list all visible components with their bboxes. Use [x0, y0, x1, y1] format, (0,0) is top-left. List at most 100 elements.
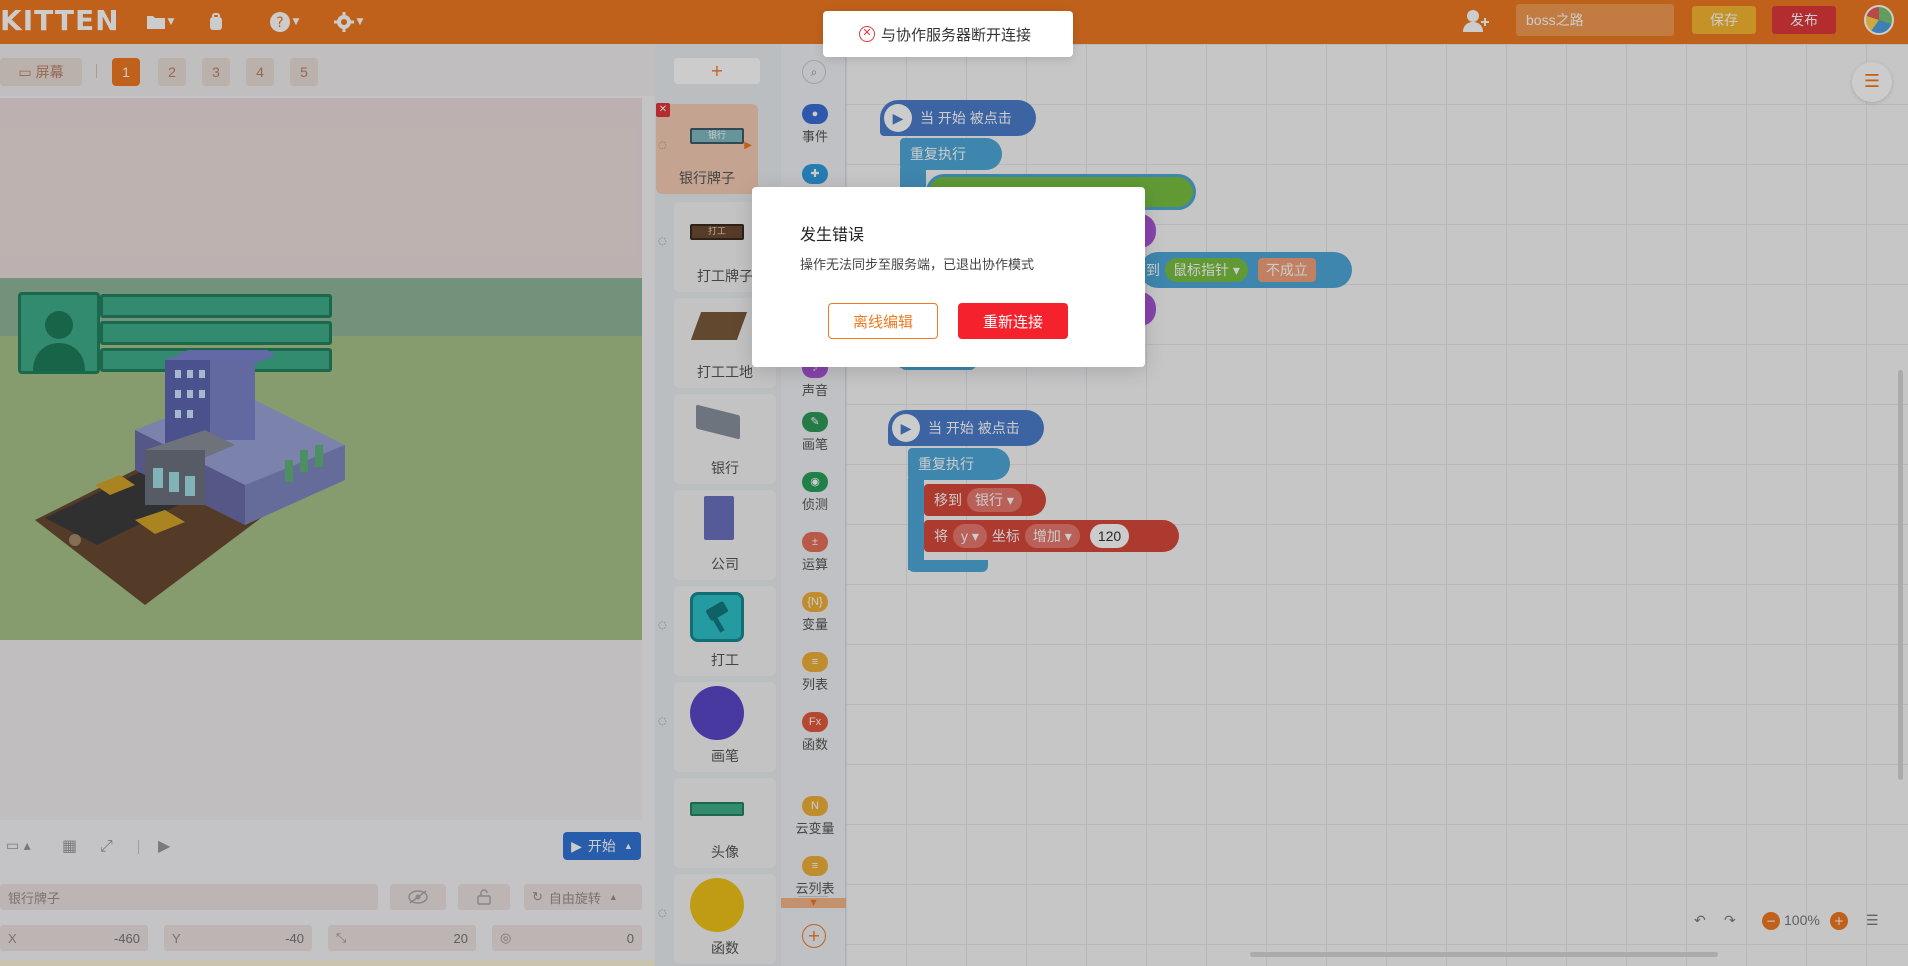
pen-icon: ✎ [802, 412, 828, 432]
svg-text:?: ? [276, 15, 283, 31]
not-hold-block[interactable]: 不成立 [1257, 258, 1316, 282]
vertical-scrollbar[interactable] [1898, 370, 1903, 780]
forever-block-end [908, 560, 988, 572]
play-icon: ▶ [884, 104, 912, 132]
rotation-mode-select[interactable]: ↻自由旋转▲ [524, 884, 642, 910]
offline-edit-button[interactable]: 离线编辑 [828, 303, 938, 339]
zoom-in-icon[interactable]: + [1830, 912, 1848, 930]
record-icon[interactable]: ▶ [158, 836, 171, 855]
hidden-eye-icon[interactable]: ◌ [658, 716, 667, 727]
category-sensing[interactable]: ◉侦测 [790, 472, 840, 513]
sprite-item-pen[interactable]: 画笔 [674, 682, 776, 772]
visibility-toggle-icon[interactable] [390, 884, 446, 910]
sprite-name-field[interactable]: 银行牌子 [0, 884, 378, 910]
sprite-item-function[interactable]: 函数 [674, 874, 776, 964]
category-cloud-list[interactable]: ≡云列表 [790, 856, 840, 897]
operation-dropdown[interactable]: 增加 ▾ [1024, 524, 1080, 548]
event-start-block[interactable]: ▶当 开始 被点击 [880, 100, 1036, 136]
x-coordinate-field[interactable]: X-460 [0, 925, 148, 951]
redo-icon[interactable]: ↷ [1724, 912, 1736, 928]
add-extension-button[interactable]: + [802, 924, 826, 948]
chevron-right-icon[interactable]: ▶ [744, 140, 752, 151]
search-icon[interactable]: ⌕ [802, 60, 826, 84]
event-start-block[interactable]: ▶当 开始 被点击 [888, 410, 1044, 446]
sprite-item-work[interactable]: 打工 [674, 586, 776, 676]
scroll-down-icon[interactable]: ▼ [781, 898, 846, 908]
publish-button[interactable]: 发布 [1772, 6, 1836, 34]
sprite-thumb: 打工 [690, 224, 744, 240]
forever-block-arm [908, 478, 924, 570]
scene-tab-5[interactable]: 5 [290, 58, 318, 86]
play-icon: ▶ [892, 414, 920, 442]
hidden-eye-icon[interactable]: ◌ [658, 236, 667, 247]
project-name-input[interactable] [1516, 4, 1674, 36]
hidden-eye-icon[interactable]: ◌ [658, 908, 667, 919]
delete-sprite-icon[interactable]: ✕ [656, 103, 670, 117]
block-search-icon[interactable]: ☰ [1852, 62, 1892, 102]
scene-tab-1[interactable]: 1 [112, 58, 140, 86]
stage-footer [0, 640, 642, 820]
user-avatar[interactable] [1864, 5, 1894, 35]
axis-dropdown[interactable]: y ▾ [953, 524, 987, 548]
resize-icon: ⤡ [336, 930, 347, 945]
move-target-dropdown[interactable]: 银行 ▾ [967, 488, 1022, 512]
scene-tab-2[interactable]: 2 [158, 58, 186, 86]
category-variable[interactable]: {N}变量 [790, 592, 840, 633]
sprite-item-bank-sign[interactable]: 银行 银行牌子 ▶ [656, 104, 758, 194]
horizontal-scrollbar[interactable] [1250, 952, 1718, 957]
add-sprite-button[interactable]: + [674, 58, 760, 84]
fullscreen-icon[interactable]: ⤢ [100, 836, 113, 855]
help-icon[interactable]: ?▼ [264, 8, 304, 36]
dialog-message: 操作无法同步至服务端，已退出协作模式 [800, 257, 1035, 272]
condition-block[interactable]: 到 鼠标指针 ▾ 不成立 [1140, 252, 1352, 288]
forever-block[interactable]: 重复执行 [908, 448, 1010, 480]
gear-icon[interactable]: ▼ [328, 8, 368, 36]
rotate-icon: ↻ [532, 889, 543, 904]
folder-icon[interactable]: ▼ [140, 8, 180, 36]
divider [138, 840, 139, 854]
save-button[interactable]: 保存 [1692, 6, 1756, 34]
sprite-item-avatar[interactable]: 头像 [674, 778, 776, 868]
forever-block[interactable]: 重复执行 [900, 138, 1002, 170]
screen-mode-button[interactable]: ▭屏幕 [0, 58, 82, 86]
move-to-block[interactable]: 移到 银行 ▾ [924, 484, 1046, 516]
scene-tab-3[interactable]: 3 [202, 58, 230, 86]
stage-header [0, 44, 655, 96]
arrange-icon[interactable]: ☰ [1866, 912, 1879, 928]
y-coordinate-field[interactable]: Y-40 [164, 925, 312, 951]
backpack-icon[interactable] [196, 8, 236, 36]
city-building-sprite[interactable] [35, 350, 365, 610]
target-dropdown[interactable]: 鼠标指针 ▾ [1165, 258, 1248, 282]
category-label: 侦测 [801, 497, 828, 512]
size-field[interactable]: ⤡20 [328, 925, 476, 951]
sprite-item-company[interactable]: 公司 [674, 490, 776, 580]
category-pen[interactable]: ✎画笔 [790, 412, 840, 453]
sign-bar-1 [100, 294, 332, 318]
grid-icon[interactable]: ▦ [62, 836, 78, 855]
start-button[interactable]: ▶开始▲ [563, 832, 641, 860]
hidden-eye-icon[interactable]: ◌ [658, 140, 667, 151]
category-list[interactable]: ≡列表 [790, 652, 840, 693]
avatar-sign-sprite[interactable] [18, 292, 100, 374]
value-input[interactable]: 120 [1089, 524, 1130, 548]
change-coordinate-block[interactable]: 将 y ▾ 坐标 增加 ▾ 120 [924, 520, 1179, 552]
reconnect-button[interactable]: 重新连接 [958, 303, 1068, 339]
undo-icon[interactable]: ↶ [1694, 912, 1706, 928]
category-event[interactable]: ● 事件 [790, 104, 840, 145]
sprite-item-bank[interactable]: 银行 [674, 394, 776, 484]
scene-tab-4[interactable]: 4 [246, 58, 274, 86]
add-collaborator-icon[interactable] [1462, 8, 1492, 34]
lock-icon[interactable] [458, 884, 510, 910]
zoom-out-icon[interactable]: − [1762, 912, 1780, 930]
divider [798, 896, 828, 897]
category-operator[interactable]: ±运算 [790, 532, 840, 573]
event-icon: ● [802, 104, 828, 124]
error-dialog: 发生错误 操作无法同步至服务端，已退出协作模式 离线编辑 重新连接 [752, 187, 1145, 367]
hidden-eye-icon[interactable]: ◌ [658, 620, 667, 631]
direction-field[interactable]: ◎0 [492, 925, 642, 951]
category-label: 事件 [801, 129, 828, 144]
stage-size-icon[interactable]: ▭ ▴ [6, 838, 31, 854]
